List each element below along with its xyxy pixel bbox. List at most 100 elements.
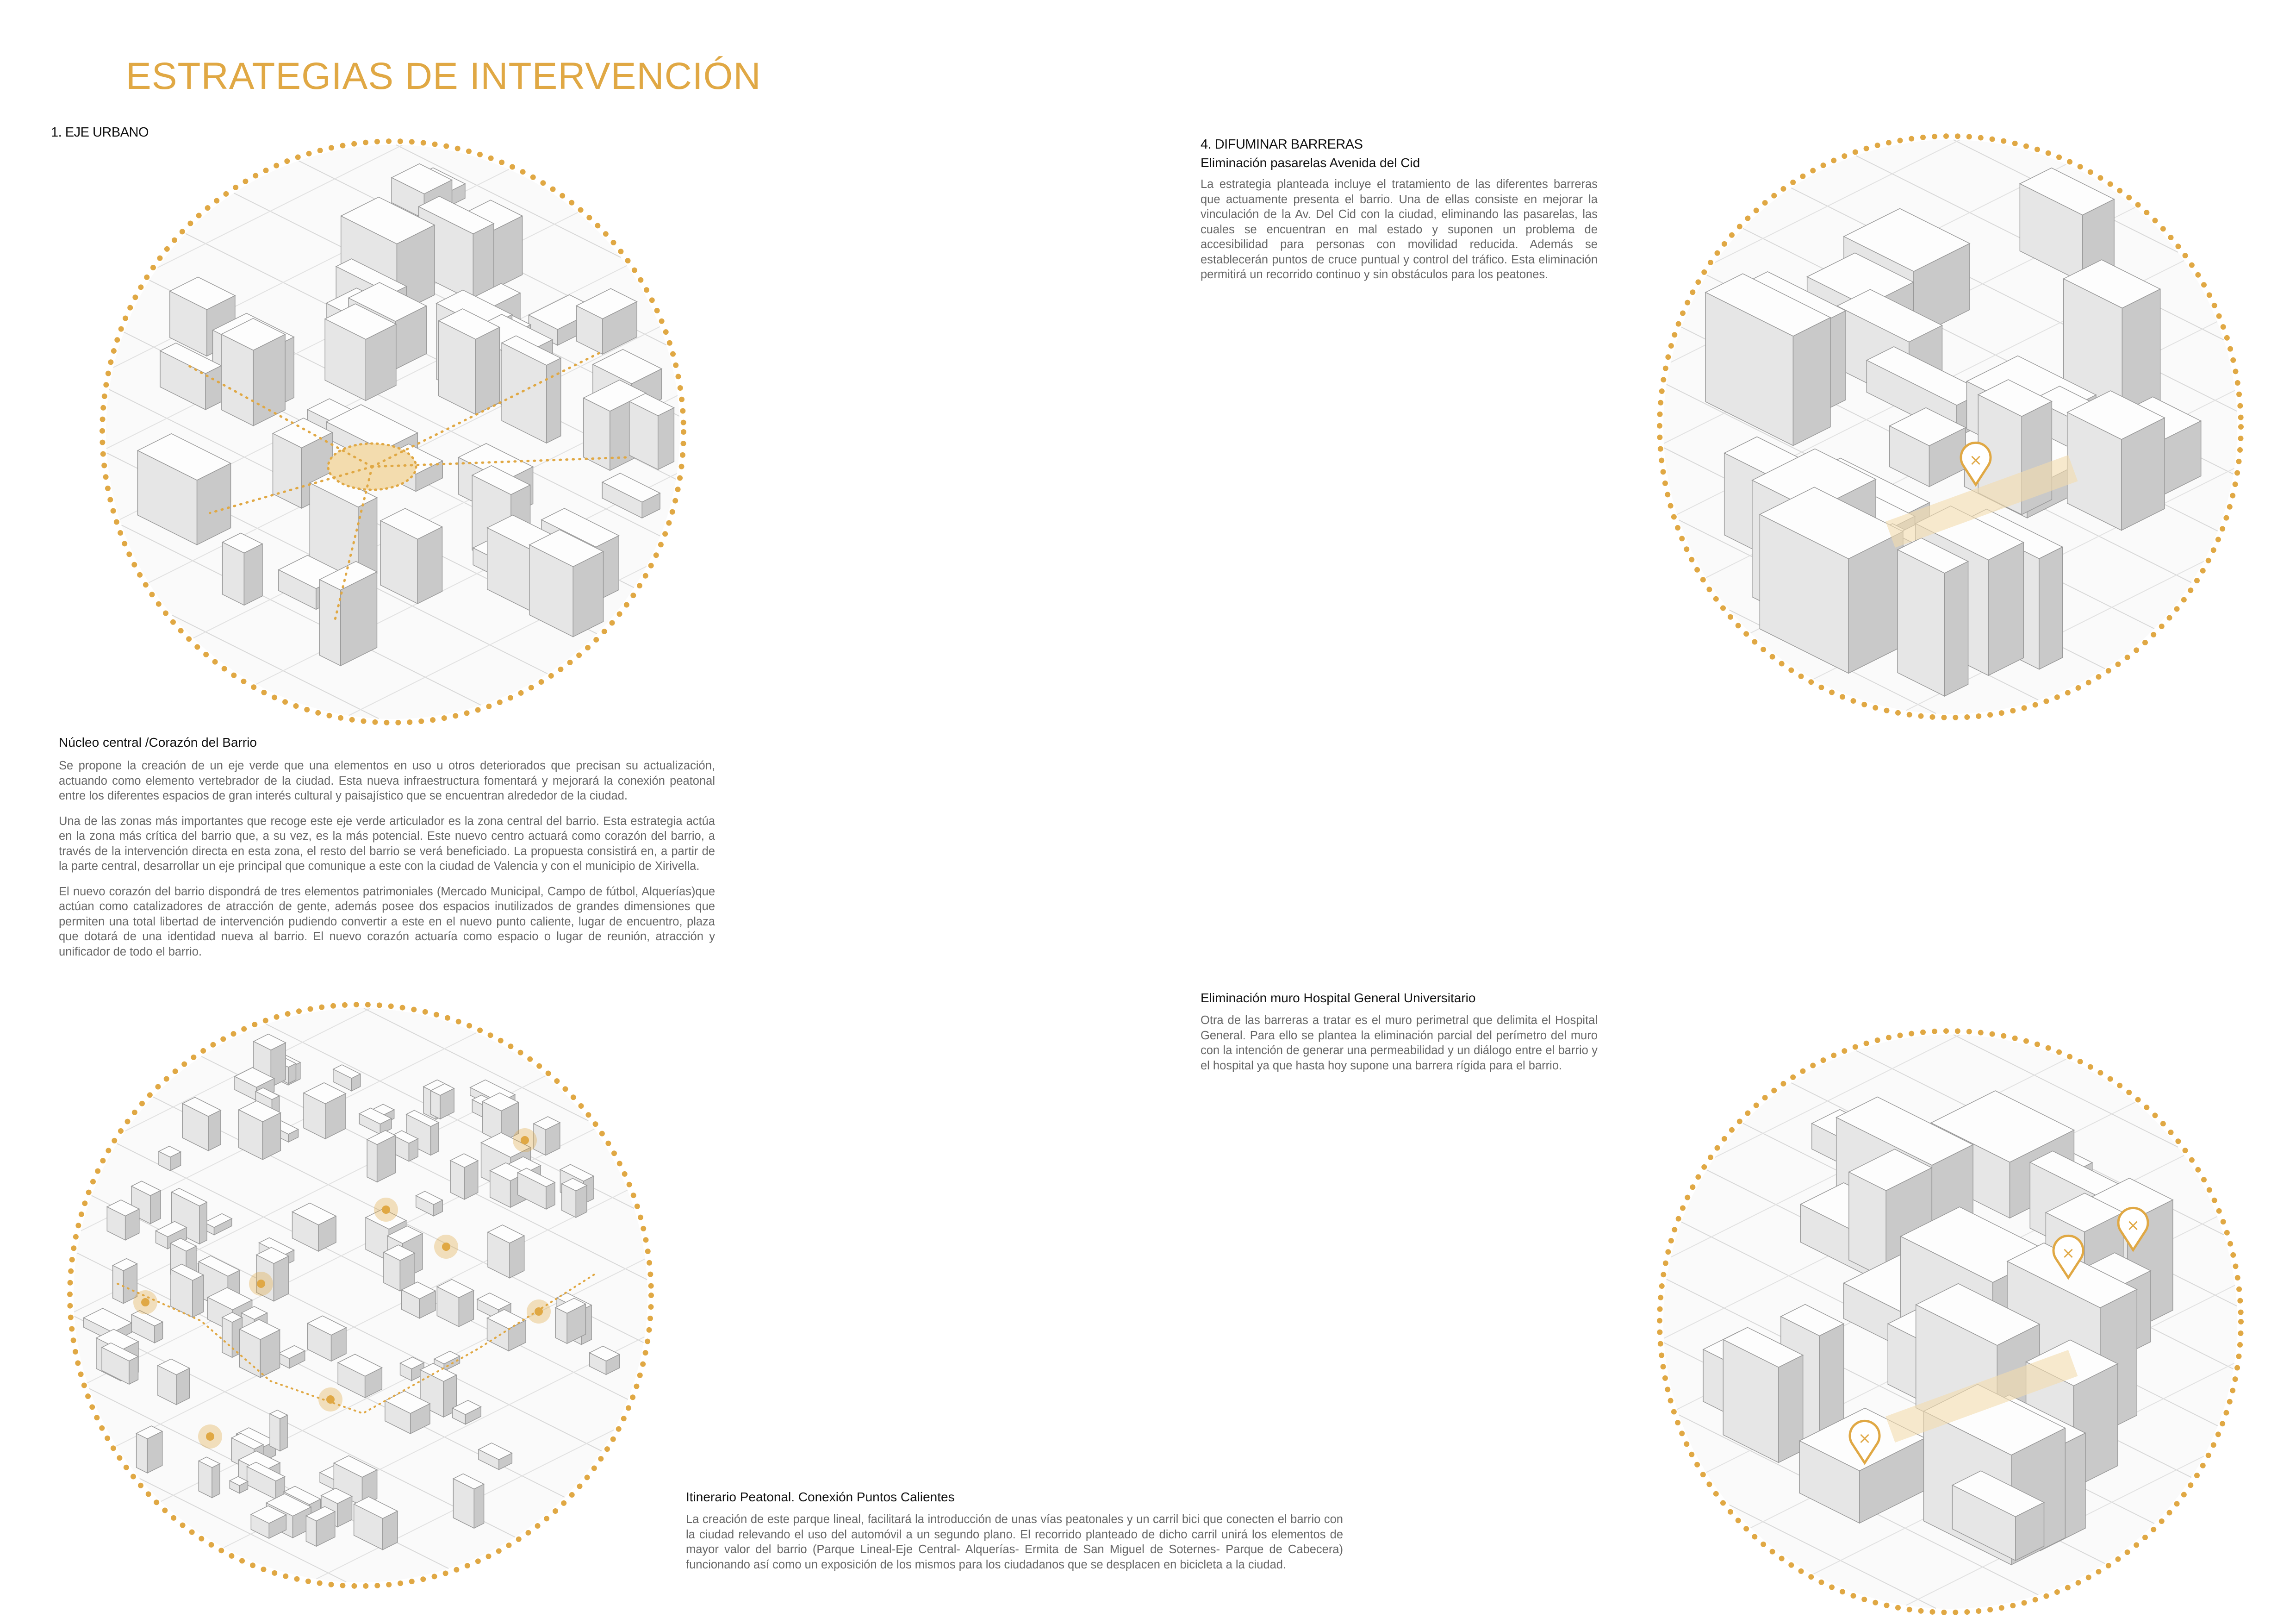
location-pin-icon: ×: [2052, 1234, 2084, 1280]
building: [1897, 537, 1969, 697]
svg-text:×: ×: [2062, 1244, 2075, 1262]
building: [366, 1130, 396, 1183]
building: [478, 1443, 513, 1470]
building: [305, 1506, 336, 1547]
building: [309, 473, 378, 584]
building: [106, 1199, 140, 1241]
building: [1889, 407, 1966, 487]
building: [332, 1064, 361, 1092]
building: [2066, 390, 2165, 531]
block-title-itinerario: Itinerario Peatonal. Conexión Puntos Cal…: [686, 1490, 955, 1504]
location-pin-icon: ×: [1960, 441, 1992, 487]
text-hospital: Otra de las barreras a tratar es el muro…: [1201, 1014, 1598, 1072]
building: [250, 1505, 287, 1539]
dotted-circle-frame: [1657, 1028, 2244, 1615]
text-pasarelas: La estrategia planteada incluye el trata…: [1201, 178, 1598, 281]
section-heading-difuminar-barreras: 4. DIFUMINAR BARRERAS: [1201, 137, 1363, 152]
building: [429, 1083, 455, 1120]
location-pin-icon: ×: [1848, 1419, 1881, 1465]
page-title: ESTRATEGIAS DE INTERVENCIÓN: [126, 55, 761, 97]
block-itinerario: Itinerario Peatonal. Conexión Puntos Cal…: [686, 1490, 1343, 1582]
building: [306, 1315, 347, 1362]
axonometric-hospital: × × ×: [1652, 1023, 2249, 1620]
building: [198, 1456, 221, 1499]
building: [392, 1130, 419, 1162]
section-heading-eje-urbano: 1. EJE URBANO: [51, 125, 149, 140]
building: [380, 508, 443, 605]
building: [269, 1410, 288, 1452]
building: [486, 1309, 527, 1352]
building: [157, 1358, 191, 1405]
block-title-pasarelas: Eliminación pasarelas Avenida del Cid: [1201, 156, 1420, 170]
block-hospital: Eliminación muro Hospital General Univer…: [1201, 991, 1598, 1083]
axonometric-drawing: ×: [1657, 133, 2244, 720]
building: [255, 1247, 290, 1302]
building: [337, 1354, 383, 1399]
svg-text:×: ×: [1858, 1429, 1872, 1448]
building: [400, 1281, 436, 1319]
building: [229, 1476, 249, 1494]
svg-text:×: ×: [1969, 451, 1983, 469]
axonometric-eje-urbano: [94, 133, 691, 731]
building: [529, 529, 604, 637]
building: [159, 343, 222, 411]
building: [238, 1319, 281, 1378]
crossing-area: [1885, 1349, 2078, 1443]
building: [554, 1298, 587, 1344]
building: [436, 1279, 475, 1327]
building: [181, 1097, 222, 1151]
building: [333, 1455, 378, 1507]
building: [628, 393, 675, 470]
axonometric-itinerario: [62, 997, 659, 1594]
building: [246, 1462, 286, 1500]
building: [220, 318, 286, 426]
building: [1722, 1327, 1804, 1463]
axonometric-drawing: [100, 138, 686, 725]
building: [589, 1345, 621, 1375]
building: [438, 308, 501, 415]
building: [324, 303, 397, 401]
building: [137, 433, 232, 545]
paragraph: El nuevo corazón del barrio dispondrá de…: [59, 885, 715, 958]
dotted-circle-frame: [1657, 133, 2244, 720]
building: [112, 1258, 138, 1304]
building: [384, 1390, 431, 1435]
building: [481, 1092, 520, 1143]
building: [318, 561, 378, 667]
building: [415, 1191, 443, 1217]
building: [451, 1399, 482, 1425]
block-title-hospital: Eliminación muro Hospital General Univer…: [1201, 991, 1476, 1005]
paragraph: Una de las zonas más importantes que rec…: [59, 814, 715, 873]
building: [131, 1310, 164, 1343]
building: [272, 418, 333, 509]
axonometric-avenida-del-cid: ×: [1652, 128, 2249, 725]
building: [1951, 1470, 2045, 1562]
dotted-circle-frame: [67, 1002, 654, 1589]
building: [131, 1181, 162, 1224]
building: [1759, 487, 1904, 674]
dotted-circle-frame: [100, 138, 686, 725]
building: [221, 532, 263, 606]
building: [449, 1153, 479, 1200]
building: [487, 1224, 525, 1279]
building: [303, 1082, 347, 1140]
building: [2019, 167, 2115, 283]
building: [101, 1342, 139, 1385]
building: [291, 1202, 337, 1252]
building: [533, 1116, 561, 1156]
block-nucleo-central: Núcleo central /Corazón del Barrio Se pr…: [59, 735, 715, 969]
building: [561, 1178, 588, 1218]
paragraph: Se propone la creación de un eje verde q…: [59, 759, 715, 802]
building: [170, 1263, 205, 1318]
building: [399, 1356, 425, 1381]
location-pin-icon: ×: [2117, 1206, 2149, 1252]
building: [383, 1244, 416, 1292]
building: [575, 288, 638, 355]
building: [238, 1100, 282, 1161]
building: [501, 335, 562, 444]
building: [601, 473, 661, 519]
building: [353, 1496, 398, 1550]
text-itinerario: La creación de este parque lineal, facil…: [686, 1513, 1343, 1571]
axonometric-drawing: × × ×: [1657, 1028, 2244, 1615]
crossing-area: [1885, 455, 2078, 548]
